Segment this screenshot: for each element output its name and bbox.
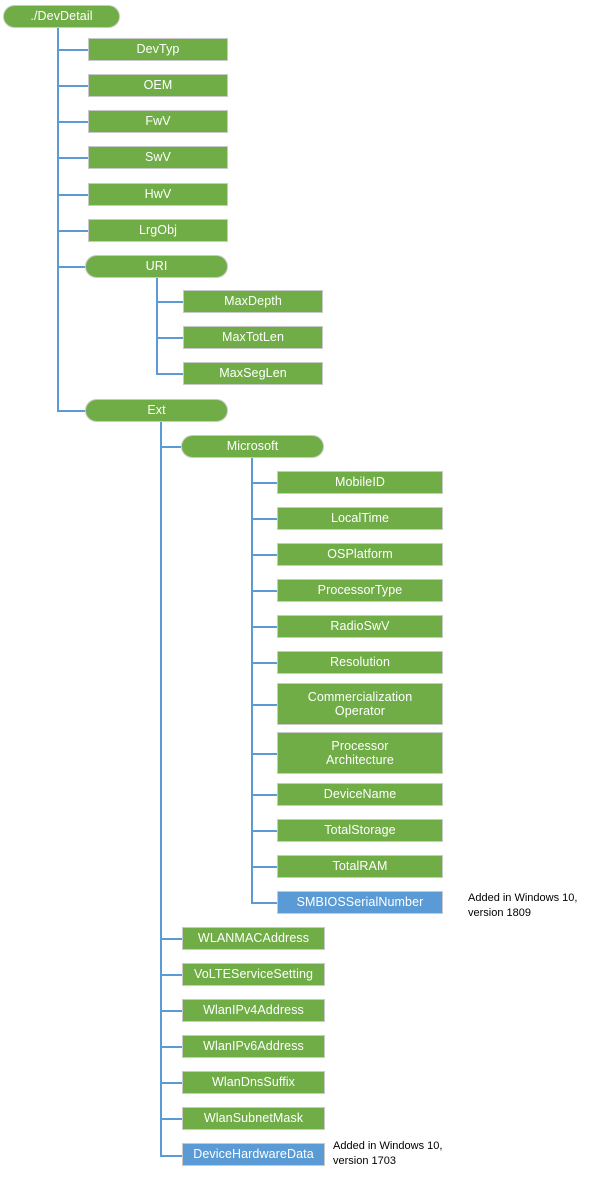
node-devicehardwaredata[interactable]: DeviceHardwareData	[182, 1143, 325, 1166]
node-devicename[interactable]: DeviceName	[277, 783, 443, 806]
node-processortype[interactable]: ProcessorType	[277, 579, 443, 602]
connector-uri-to-maxdepth	[156, 301, 183, 303]
note-devicehardwaredata-version: Added in Windows 10, version 1703	[333, 1140, 443, 1167]
connector-ms-to-localtime	[251, 518, 277, 520]
node-localtime[interactable]: LocalTime	[277, 507, 443, 530]
connector-ext-to-devicehardwaredata	[160, 1155, 182, 1157]
connector-ext-to-wlanipv6address	[160, 1046, 182, 1048]
node-uri[interactable]: URI	[85, 255, 228, 278]
connector-uri-to-maxtotlen	[156, 337, 183, 339]
node-commercialization-operator[interactable]: Commercialization Operator	[277, 683, 443, 725]
node-wlanipv6address[interactable]: WlanIPv6Address	[182, 1035, 325, 1058]
node-totalram[interactable]: TotalRAM	[277, 855, 443, 878]
node-osplatform[interactable]: OSPlatform	[277, 543, 443, 566]
note-smbiosserialnumber-version: Added in Windows 10, version 1809	[468, 892, 578, 919]
node-wlansubnetmask[interactable]: WlanSubnetMask	[182, 1107, 325, 1130]
connector-uri-to-maxseglen	[156, 373, 183, 375]
node-totalstorage[interactable]: TotalStorage	[277, 819, 443, 842]
connector-root-to-ext	[57, 410, 88, 412]
connector-ext-to-wlansubnetmask	[160, 1118, 182, 1120]
node-hwv[interactable]: HwV	[88, 183, 228, 206]
connector-ext-to-microsoft	[160, 446, 181, 448]
connector-uri-trunk	[156, 278, 158, 374]
connector-ms-to-devicename	[251, 794, 277, 796]
connector-ms-to-processortype	[251, 590, 277, 592]
node-wlandnssuffix[interactable]: WlanDnsSuffix	[182, 1071, 325, 1094]
node-radioswv[interactable]: RadioSwV	[277, 615, 443, 638]
connector-root-to-hwv	[57, 194, 88, 196]
node-swv[interactable]: SwV	[88, 146, 228, 169]
connector-ext-to-voltesetting	[160, 974, 182, 976]
connector-root-trunk	[57, 27, 59, 412]
connector-ext-to-wlanipv4address	[160, 1010, 182, 1012]
connector-ms-to-smbiosserialnumber	[251, 902, 277, 904]
connector-ms-to-commercializationop	[251, 704, 277, 706]
node-mobileid[interactable]: MobileID	[277, 471, 443, 494]
node-maxdepth[interactable]: MaxDepth	[183, 290, 323, 313]
node-voltesetting[interactable]: VoLTEServiceSetting	[182, 963, 325, 986]
connector-ms-to-resolution	[251, 662, 277, 664]
connector-root-to-devtyp	[57, 49, 88, 51]
node-smbiosserialnumber[interactable]: SMBIOSSerialNumber	[277, 891, 443, 914]
node-root-devdetail[interactable]: ./DevDetail	[3, 5, 120, 28]
node-resolution[interactable]: Resolution	[277, 651, 443, 674]
connector-root-to-fwv	[57, 121, 88, 123]
node-lrgobj[interactable]: LrgObj	[88, 219, 228, 242]
connector-microsoft-trunk	[251, 458, 253, 902]
node-processor-architecture[interactable]: Processor Architecture	[277, 732, 443, 774]
connector-ms-to-totalram	[251, 866, 277, 868]
connector-root-to-oem	[57, 85, 88, 87]
connector-ext-to-wlanmacaddress	[160, 938, 182, 940]
node-oem[interactable]: OEM	[88, 74, 228, 97]
connector-ms-to-processorarch	[251, 753, 277, 755]
node-fwv[interactable]: FwV	[88, 110, 228, 133]
node-wlanipv4address[interactable]: WlanIPv4Address	[182, 999, 325, 1022]
connector-root-to-swv	[57, 157, 88, 159]
node-maxtotlen[interactable]: MaxTotLen	[183, 326, 323, 349]
connector-root-to-uri	[57, 266, 88, 268]
connector-ms-to-totalstorage	[251, 830, 277, 832]
connector-ms-to-osplatform	[251, 554, 277, 556]
connector-ext-trunk	[160, 422, 162, 1156]
connector-ext-to-wlandnssuffix	[160, 1082, 182, 1084]
connector-root-to-lrgobj	[57, 230, 88, 232]
node-microsoft[interactable]: Microsoft	[181, 435, 324, 458]
node-devtyp[interactable]: DevTyp	[88, 38, 228, 61]
connector-ms-to-radioswv	[251, 626, 277, 628]
node-ext[interactable]: Ext	[85, 399, 228, 422]
node-wlanmacaddress[interactable]: WLANMACAddress	[182, 927, 325, 950]
node-maxseglen[interactable]: MaxSegLen	[183, 362, 323, 385]
connector-ms-to-mobileid	[251, 482, 277, 484]
